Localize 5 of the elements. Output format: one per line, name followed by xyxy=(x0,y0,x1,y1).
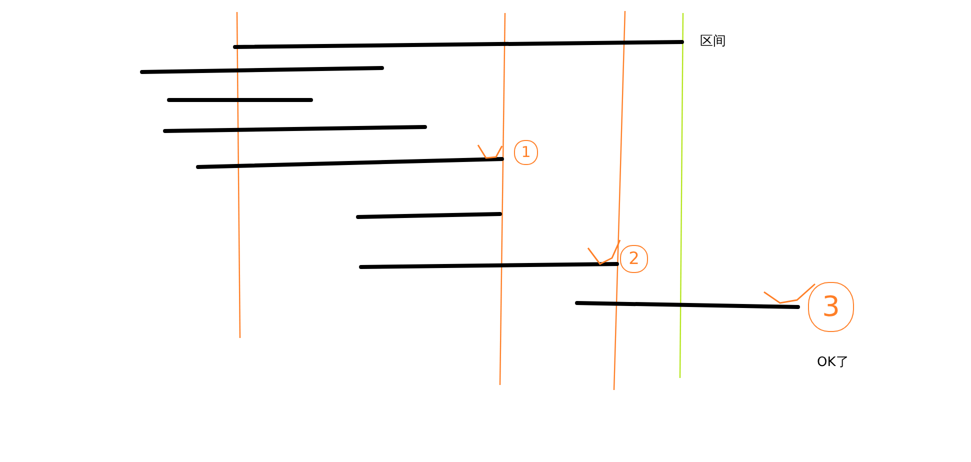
circled-number: 2 xyxy=(620,245,648,273)
note-text: OK了 xyxy=(817,356,849,369)
note-text: 区间 xyxy=(700,35,726,48)
circled-number: 3 xyxy=(808,282,854,332)
circled-number: 1 xyxy=(514,140,538,165)
